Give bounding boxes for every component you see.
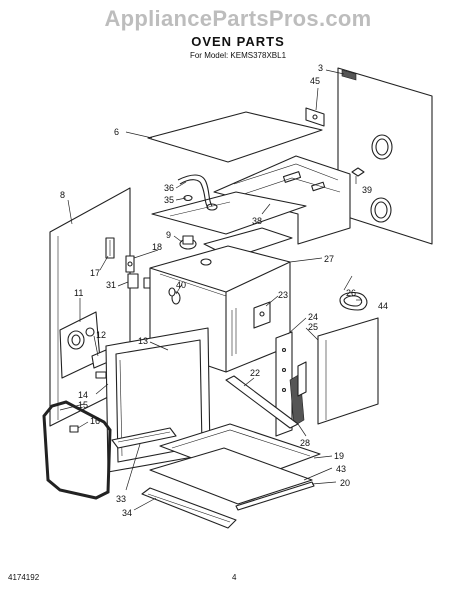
- callout-39: 39: [362, 185, 372, 195]
- part-small-12b: [95, 371, 107, 379]
- part-fitting-9: [179, 235, 197, 250]
- callout-24: 24: [308, 312, 318, 322]
- part-kickplate-34: [141, 487, 237, 529]
- part-switch-31: [127, 273, 153, 289]
- leader-lines: [59, 69, 362, 511]
- part-top-panel: [147, 111, 323, 163]
- callout-15: 15: [78, 400, 88, 410]
- model-line: For Model: KEMS378XBL1: [189, 51, 287, 60]
- part-bracket-23: [253, 301, 271, 329]
- callout-19: 19: [334, 451, 344, 461]
- callout-16: 16: [90, 416, 100, 426]
- watermark: AppliancePartsPros.com: [104, 6, 372, 31]
- callout-27: 27: [324, 254, 334, 264]
- callout-40: 40: [176, 280, 186, 290]
- part-bottom-plate-43: [149, 447, 313, 505]
- callout-20: 20: [340, 478, 350, 488]
- callout-28: 28: [300, 438, 310, 448]
- callout-35: 35: [164, 195, 174, 205]
- part-bracket-45: [305, 107, 325, 127]
- part-door-gasket-15: [42, 400, 112, 500]
- part-clip-16: [69, 425, 79, 433]
- callout-44: 44: [378, 301, 388, 311]
- part-tube-36: [177, 174, 218, 211]
- callout-12: 12: [96, 330, 106, 340]
- callout-3: 3: [318, 63, 323, 73]
- diagram-title: OVEN PARTS: [191, 34, 285, 49]
- callout-6: 6: [114, 127, 119, 137]
- callout-14: 14: [78, 390, 88, 400]
- part-side-panel-25: [317, 317, 379, 425]
- callout-38: 38: [252, 216, 262, 226]
- callout-23: 23: [278, 290, 288, 300]
- callout-26: 26: [346, 288, 356, 298]
- callout-22: 22: [250, 368, 260, 378]
- part-clip-39: [351, 167, 365, 177]
- callout-labels: 3 45 6 36 35 39 8 38 9 18 17 31 40 27 26…: [60, 63, 388, 518]
- callout-13: 13: [138, 336, 148, 346]
- callout-11: 11: [74, 288, 83, 298]
- part-rail-20: [235, 481, 315, 511]
- callout-34: 34: [122, 508, 132, 518]
- part-switch-18: [125, 255, 135, 273]
- callout-45: 45: [310, 76, 320, 86]
- part-switch-17: [105, 237, 115, 259]
- page-number: 4: [232, 573, 237, 582]
- document-number: 4174192: [8, 573, 40, 582]
- part-plug-40: [168, 287, 176, 297]
- callout-31: 31: [106, 280, 116, 290]
- part-right-panel: [337, 67, 433, 245]
- callout-43: 43: [336, 464, 346, 474]
- callout-33: 33: [116, 494, 126, 504]
- part-strip-33: [111, 427, 177, 449]
- callout-18: 18: [152, 242, 162, 252]
- callout-17: 17: [90, 268, 100, 278]
- callout-9: 9: [166, 230, 171, 240]
- part-gasket-44: [339, 291, 368, 311]
- part-hinge-28: [289, 361, 307, 427]
- part-top-frame: [213, 155, 351, 245]
- callout-25: 25: [308, 322, 318, 332]
- callout-36: 36: [164, 183, 174, 193]
- callout-8: 8: [60, 190, 65, 200]
